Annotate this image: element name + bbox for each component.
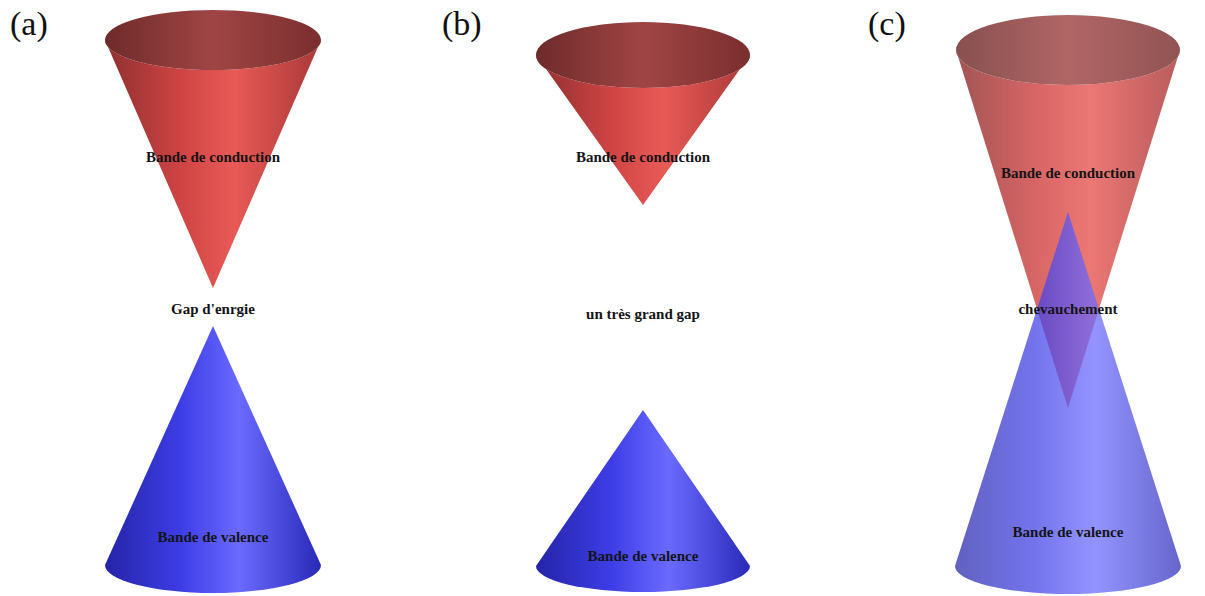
region-label: chevauchement [993, 300, 1143, 318]
conduction-band: Bande de conduction [536, 22, 750, 205]
valence-band: Bande de valence [536, 410, 750, 592]
valence-cone [105, 326, 321, 593]
region-label: Gap d'enrgie [143, 300, 283, 318]
panel-letter: (a) [10, 4, 48, 45]
conduction-cone [536, 22, 750, 205]
band-label: Bande de conduction [576, 148, 710, 166]
band-label: Bande de conduction [1001, 164, 1135, 182]
band-label: Bande de conduction [146, 148, 280, 166]
conduction-band: Bande de conduction [105, 10, 321, 288]
panel-letter: (b) [442, 4, 482, 45]
valence-cone [536, 410, 750, 592]
band-label: Bande de valence [158, 528, 269, 546]
band-label: Bande de valence [1013, 523, 1124, 541]
region-label: un très grand gap [584, 305, 702, 323]
valence-band: Bande de valence [105, 326, 321, 593]
band-label: Bande de valence [588, 547, 699, 565]
panel-letter: (c) [868, 4, 906, 45]
valence-band: Bande de valence [955, 212, 1181, 594]
